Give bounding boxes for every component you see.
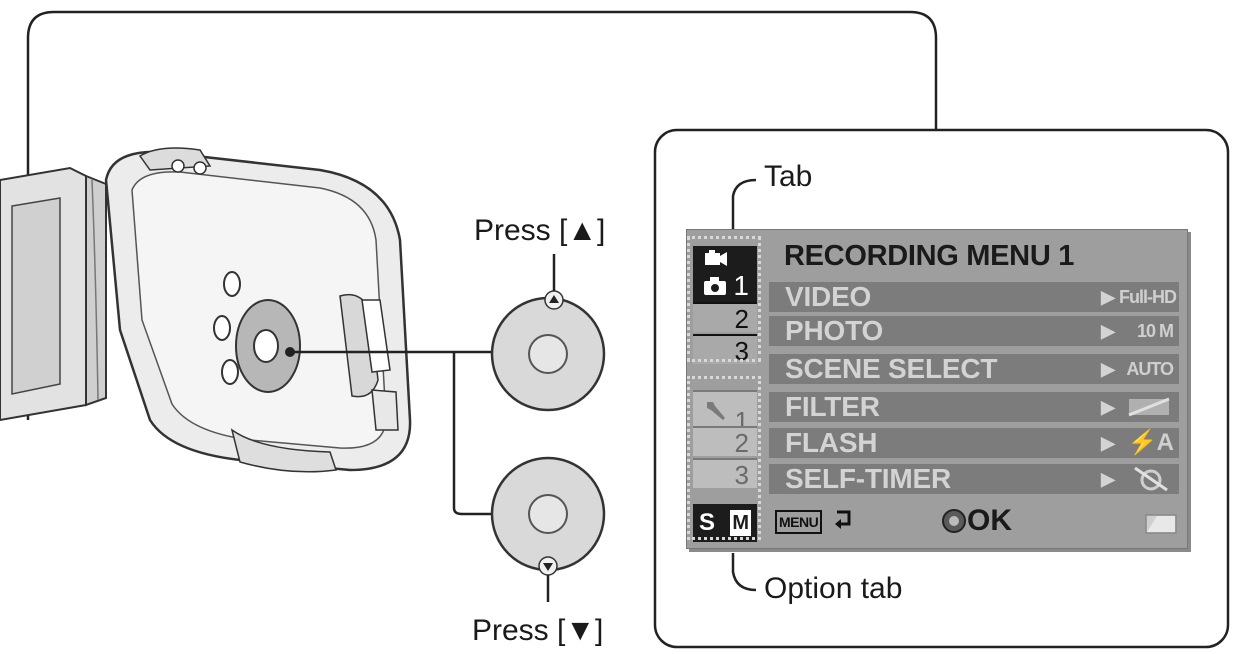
right-arrow-icon: ▶ xyxy=(1101,359,1115,379)
mode-indicator: S M xyxy=(693,504,757,542)
option-tab-3[interactable]: 3 xyxy=(693,458,757,490)
menu-item-label: FILTER xyxy=(785,391,880,422)
option-tab-leader-line xyxy=(731,553,757,592)
battery-icon xyxy=(1145,514,1177,534)
self-timer-off-icon xyxy=(1134,466,1168,492)
menu-item-self-timer[interactable]: SELF-TIMER ▶ xyxy=(769,464,1179,494)
menu-item-label: SCENE SELECT xyxy=(785,353,998,384)
control-dial-down xyxy=(490,456,606,602)
tab-number-active: 1 xyxy=(733,270,749,301)
press-down-label: Press [▼] xyxy=(472,614,604,647)
set-button-icon xyxy=(942,509,966,533)
recording-menu-screen: RECORDING MENU 1 1 2 3 1 2 3 xyxy=(686,229,1188,549)
menu-item-value: 10 M xyxy=(1136,321,1174,341)
right-arrow-icon: ▶ xyxy=(1101,287,1115,307)
control-dial-up xyxy=(490,254,606,412)
right-arrow-icon: ▶ xyxy=(1101,321,1115,341)
menu-item-value: Full-HD xyxy=(1119,287,1177,307)
menu-item-video[interactable]: VIDEO ▶ Full-HD xyxy=(769,282,1179,312)
menu-bottom-bar: S M MENU OK xyxy=(687,500,1187,548)
return-arrow-icon xyxy=(835,510,851,529)
option-tab-highlight-bracket xyxy=(687,376,761,540)
menu-panel-frame xyxy=(653,128,1230,649)
option-tab-2[interactable]: 2 xyxy=(693,426,757,458)
menu-item-flash[interactable]: FLASH ▶ ⚡A xyxy=(769,428,1179,458)
menu-item-label: VIDEO xyxy=(785,281,872,312)
ok-label: OK xyxy=(967,504,1012,537)
tab-highlight-bracket xyxy=(687,236,761,362)
menu-button-label: MENU xyxy=(775,510,823,534)
menu-title: RECORDING MENU 1 xyxy=(784,240,1075,272)
video-camera-icon xyxy=(705,250,727,266)
menu-item-photo[interactable]: PHOTO ▶ 10 M xyxy=(769,316,1179,346)
mode-m-label: M xyxy=(730,510,751,536)
mode-s-label: S xyxy=(699,509,716,536)
press-up-label: Press [▲] xyxy=(474,214,606,247)
menu-item-label: FLASH xyxy=(785,427,878,458)
right-arrow-icon: ▶ xyxy=(1101,433,1115,453)
menu-item-scene-select[interactable]: SCENE SELECT ▶ AUTO xyxy=(769,354,1179,384)
option-tab-label: Option tab xyxy=(764,572,903,605)
tab-recording-1[interactable]: 1 xyxy=(693,246,757,302)
filter-off-icon xyxy=(1128,397,1170,417)
right-arrow-icon: ▶ xyxy=(1101,469,1115,489)
camcorder-illustration xyxy=(0,147,412,473)
menu-item-value: AUTO xyxy=(1126,359,1174,379)
menu-item-label: PHOTO xyxy=(785,315,884,346)
tab-recording-2[interactable]: 2 xyxy=(693,302,757,334)
outer-frame xyxy=(26,10,938,420)
wrench-icon xyxy=(707,402,725,420)
tab-leader-line xyxy=(731,178,757,232)
menu-item-label: SELF-TIMER xyxy=(785,463,951,494)
tab-label: Tab xyxy=(764,160,813,193)
still-camera-icon xyxy=(704,277,726,295)
right-arrow-icon: ▶ xyxy=(1101,397,1115,417)
menu-item-filter[interactable]: FILTER ▶ xyxy=(769,392,1179,422)
menu-item-value: ⚡A xyxy=(1127,429,1174,456)
